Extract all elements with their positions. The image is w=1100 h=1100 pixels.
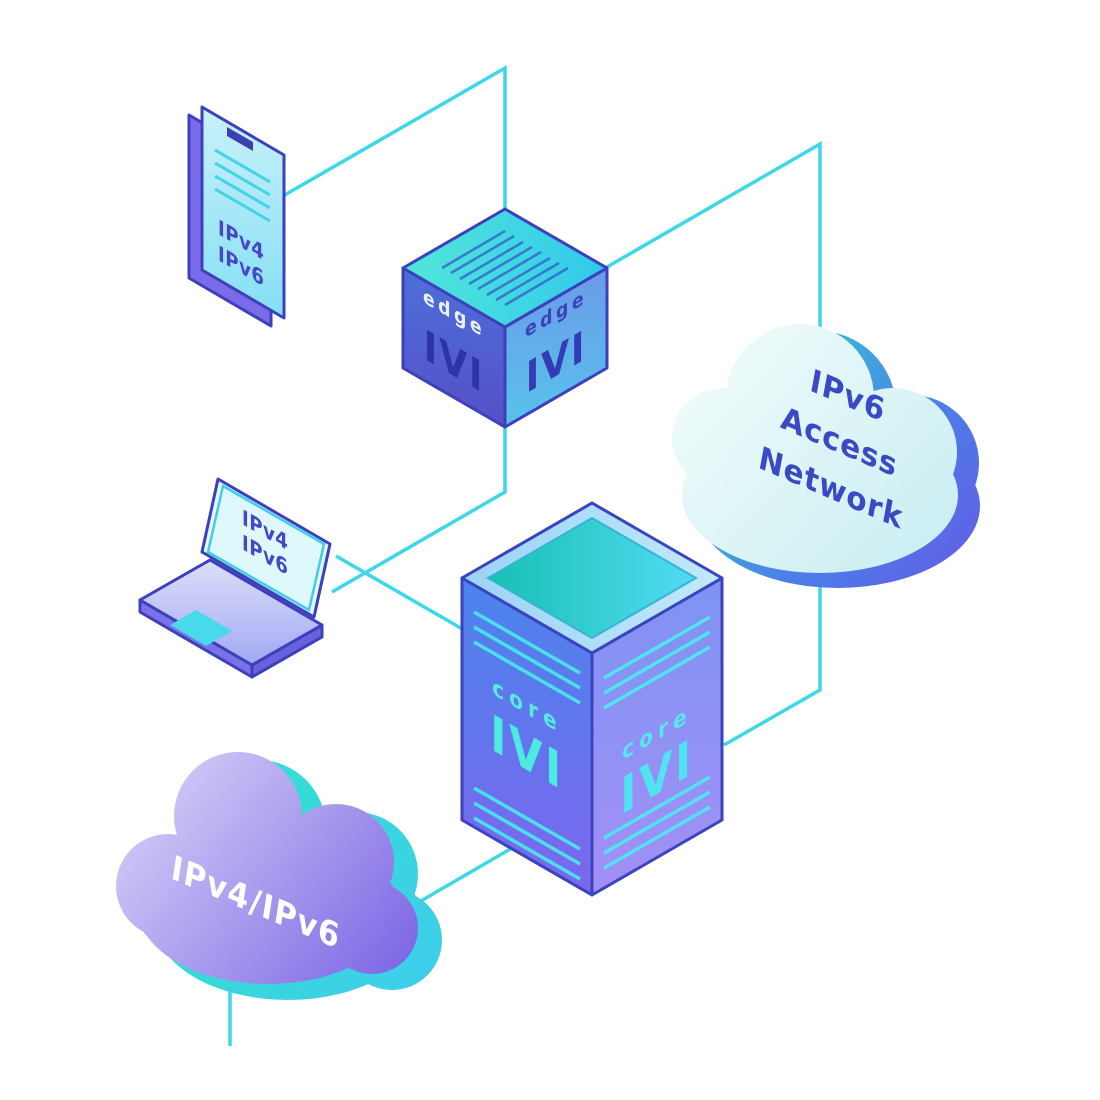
smartphone-node: IPv4 IPv6 — [187, 105, 286, 328]
dual-cloud-body — [116, 752, 418, 984]
core-router-node: core IVI core IVI — [460, 501, 724, 897]
access-cloud-body — [672, 324, 958, 573]
ipv6-access-cloud: IPv6 Access Network — [672, 324, 980, 588]
laptop-node: IPv4 IPv6 — [138, 477, 332, 679]
phone-speaker-notch — [227, 127, 253, 151]
laptop-screen — [206, 484, 326, 612]
core-right-vents-bottom — [603, 775, 711, 870]
core-right-vents-top — [603, 615, 711, 710]
edge-cube-top-face — [401, 207, 609, 329]
laptop-touchpad — [170, 610, 232, 646]
dual-stack-cloud: IPv4/IPv6 — [116, 752, 442, 1000]
link-edge-to-laptop — [331, 426, 507, 594]
phone-screen-lines — [214, 148, 271, 223]
core-left-vents-bottom — [473, 786, 581, 881]
laptop-base-deck — [138, 558, 324, 667]
core-left-vents-top — [473, 610, 581, 705]
link-dualcloud-to-core — [413, 846, 513, 907]
core-top-panel — [485, 516, 699, 640]
link-phone-to-edge — [282, 64, 507, 212]
link-laptop-to-core — [335, 554, 479, 640]
phone-screen — [200, 105, 286, 320]
edge-cube-top-stripes — [441, 229, 569, 307]
edge-router-node: edge IVI edge IVI — [401, 207, 609, 429]
